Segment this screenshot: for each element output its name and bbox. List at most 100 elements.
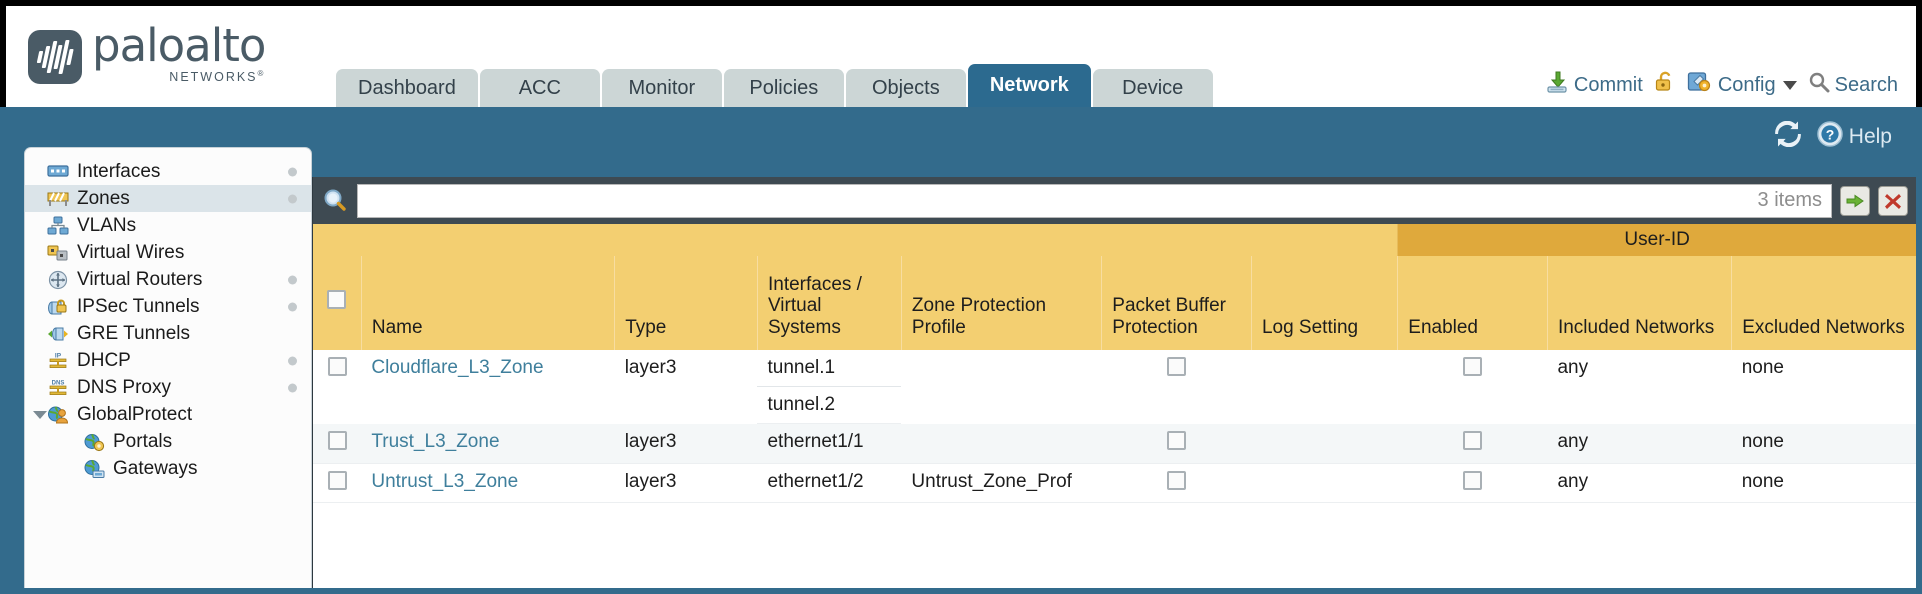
unlock-padlock-button[interactable] xyxy=(1654,70,1676,100)
tab-monitor[interactable]: Monitor xyxy=(601,69,722,107)
user-id-enabled-checkbox[interactable] xyxy=(1463,470,1483,490)
filter-bar: 3 items xyxy=(313,177,1916,224)
logo-sub-label: NETWORKS xyxy=(169,70,258,85)
logo-registered-mark: ® xyxy=(257,69,266,78)
sidebar-item-zones[interactable]: Zones xyxy=(25,185,311,212)
packet-buffer-protection-checkbox[interactable] xyxy=(1167,430,1187,450)
tab-label: Network xyxy=(989,74,1069,96)
sidebar-item-label: GlobalProtect xyxy=(77,403,193,425)
sidebar-item-portals[interactable]: Portals xyxy=(25,428,311,455)
sidebar-item-label: GRE Tunnels xyxy=(77,322,190,344)
paloalto-logo: paloalto NETWORKS® xyxy=(28,19,266,85)
cell-included-networks: any xyxy=(1557,357,1589,378)
refresh-icon[interactable] xyxy=(1774,120,1802,152)
column-header-name[interactable]: Name xyxy=(360,256,615,350)
cell-packet-buffer-protection xyxy=(1101,423,1252,464)
content-panel: 3 items xyxy=(312,177,1916,588)
tab-network[interactable]: Network xyxy=(967,64,1091,107)
tab-dashboard[interactable]: Dashboard xyxy=(336,69,478,107)
sidebar-status-dot xyxy=(288,302,297,311)
column-header-type[interactable]: Type xyxy=(614,256,758,350)
column-header-enabled[interactable]: Enabled xyxy=(1397,256,1548,350)
sidebar: Interfaces Zones VLANs Virtual Wires xyxy=(24,147,312,588)
paloalto-logo-mark-icon xyxy=(28,30,82,85)
cell-zone-protection-profile xyxy=(901,423,1102,464)
cell-log-setting xyxy=(1251,423,1398,464)
clear-filter-button[interactable] xyxy=(1878,185,1908,216)
config-menu-button[interactable]: Config xyxy=(1687,70,1797,100)
sidebar-item-interfaces[interactable]: Interfaces xyxy=(25,158,311,185)
sidebar-item-dns-proxy[interactable]: DNS DNS Proxy xyxy=(25,374,311,401)
chevron-down-icon[interactable] xyxy=(33,410,47,419)
interface-entry: tunnel.2 xyxy=(757,386,902,424)
packet-buffer-protection-checkbox[interactable] xyxy=(1167,470,1187,490)
sidebar-item-virtual-wires[interactable]: Virtual Wires xyxy=(25,239,311,266)
select-all-checkbox[interactable] xyxy=(327,289,347,309)
globalprotect-icon xyxy=(47,405,69,425)
tab-objects[interactable]: Objects xyxy=(845,69,966,107)
filter-input[interactable]: 3 items xyxy=(357,183,1832,218)
row-select-cell xyxy=(313,350,361,424)
cell-excluded-networks: none xyxy=(1731,463,1916,504)
row-checkbox[interactable] xyxy=(327,470,347,490)
cell-user-id-enabled xyxy=(1398,350,1548,424)
dns-proxy-icon: DNS xyxy=(47,378,69,398)
zones-table-wrapper: User-ID Name Type Interfaces / Virtual S… xyxy=(313,224,1916,588)
search-label: Search xyxy=(1834,73,1898,96)
sidebar-item-gateways[interactable]: Gateways xyxy=(25,455,311,482)
zone-name-link[interactable]: Untrust_L3_Zone xyxy=(371,470,519,492)
commit-button[interactable]: Commit xyxy=(1545,70,1643,100)
sidebar-item-label: Portals xyxy=(113,430,173,452)
column-header-interfaces[interactable]: Interfaces / Virtual Systems xyxy=(756,256,902,350)
table-row[interactable]: Cloudflare_L3_Zone layer3 tunnel.1 tunne… xyxy=(313,350,1916,424)
cell-interfaces: tunnel.1 tunnel.2 xyxy=(757,350,902,424)
cell-type: layer3 xyxy=(614,463,758,504)
commit-label: Commit xyxy=(1573,73,1643,96)
cell-name: Untrust_L3_Zone xyxy=(361,463,615,504)
sidebar-item-vlans[interactable]: VLANs xyxy=(25,212,311,239)
row-select-cell xyxy=(313,423,362,464)
zone-name-link[interactable]: Cloudflare_L3_Zone xyxy=(371,357,544,378)
user-id-enabled-checkbox[interactable] xyxy=(1463,430,1483,450)
cell-name: Cloudflare_L3_Zone xyxy=(361,350,614,424)
tab-device[interactable]: Device xyxy=(1092,69,1213,107)
sidebar-item-label: DHCP xyxy=(77,349,131,371)
cell-log-setting xyxy=(1251,350,1397,424)
tab-acc[interactable]: ACC xyxy=(479,69,600,107)
unlock-padlock-icon xyxy=(1654,70,1676,100)
table-row[interactable]: Trust_L3_Zone layer3 ethernet1/1 any non… xyxy=(313,423,1916,464)
sidebar-item-virtual-routers[interactable]: Virtual Routers xyxy=(25,266,311,293)
interface-entry: tunnel.1 xyxy=(757,350,902,387)
user-id-enabled-checkbox[interactable] xyxy=(1463,357,1483,376)
packet-buffer-protection-checkbox[interactable] xyxy=(1167,357,1187,376)
zone-name-link[interactable]: Trust_L3_Zone xyxy=(371,430,500,452)
search-icon[interactable] xyxy=(321,187,349,215)
row-checkbox[interactable] xyxy=(327,357,347,376)
column-header-log-setting[interactable]: Log Setting xyxy=(1250,256,1398,350)
help-button[interactable]: ? Help xyxy=(1816,120,1892,153)
sidebar-item-label: Zones xyxy=(77,187,130,209)
logo-wordmark: paloalto xyxy=(92,19,266,72)
sidebar-item-gre-tunnels[interactable]: GRE Tunnels xyxy=(25,320,311,347)
sub-header-band: ? Help xyxy=(6,107,1916,177)
apply-filter-button[interactable] xyxy=(1840,185,1870,216)
sidebar-item-label: DNS Proxy xyxy=(77,376,171,398)
sidebar-item-label: Virtual Wires xyxy=(77,241,185,263)
search-button[interactable]: Search xyxy=(1808,71,1898,99)
row-checkbox[interactable] xyxy=(327,430,347,450)
sidebar-item-dhcp[interactable]: IP DHCP xyxy=(25,347,311,374)
sidebar-item-ipsec-tunnels[interactable]: IPSec Tunnels xyxy=(25,293,311,320)
logo-subtext: NETWORKS® xyxy=(169,69,265,84)
sidebar-item-globalprotect[interactable]: GlobalProtect xyxy=(25,401,311,428)
table-row[interactable]: Untrust_L3_Zone layer3 ethernet1/2 Untru… xyxy=(313,463,1916,504)
column-header-included-networks[interactable]: Included Networks xyxy=(1546,256,1732,350)
cell-included-networks: any xyxy=(1547,423,1732,464)
sidebar-item-label: IPSec Tunnels xyxy=(77,295,200,317)
column-header-excluded-networks[interactable]: Excluded Networks xyxy=(1731,256,1916,350)
cell-user-id-enabled xyxy=(1397,423,1548,464)
column-header-packet-buffer-protection[interactable]: Packet Buffer Protection xyxy=(1101,256,1252,350)
cell-excluded-networks: none xyxy=(1741,357,1784,378)
tab-policies[interactable]: Policies xyxy=(723,69,844,107)
cell-log-setting xyxy=(1251,463,1398,504)
column-header-zone-protection-profile[interactable]: Zone Protection Profile xyxy=(900,256,1102,350)
